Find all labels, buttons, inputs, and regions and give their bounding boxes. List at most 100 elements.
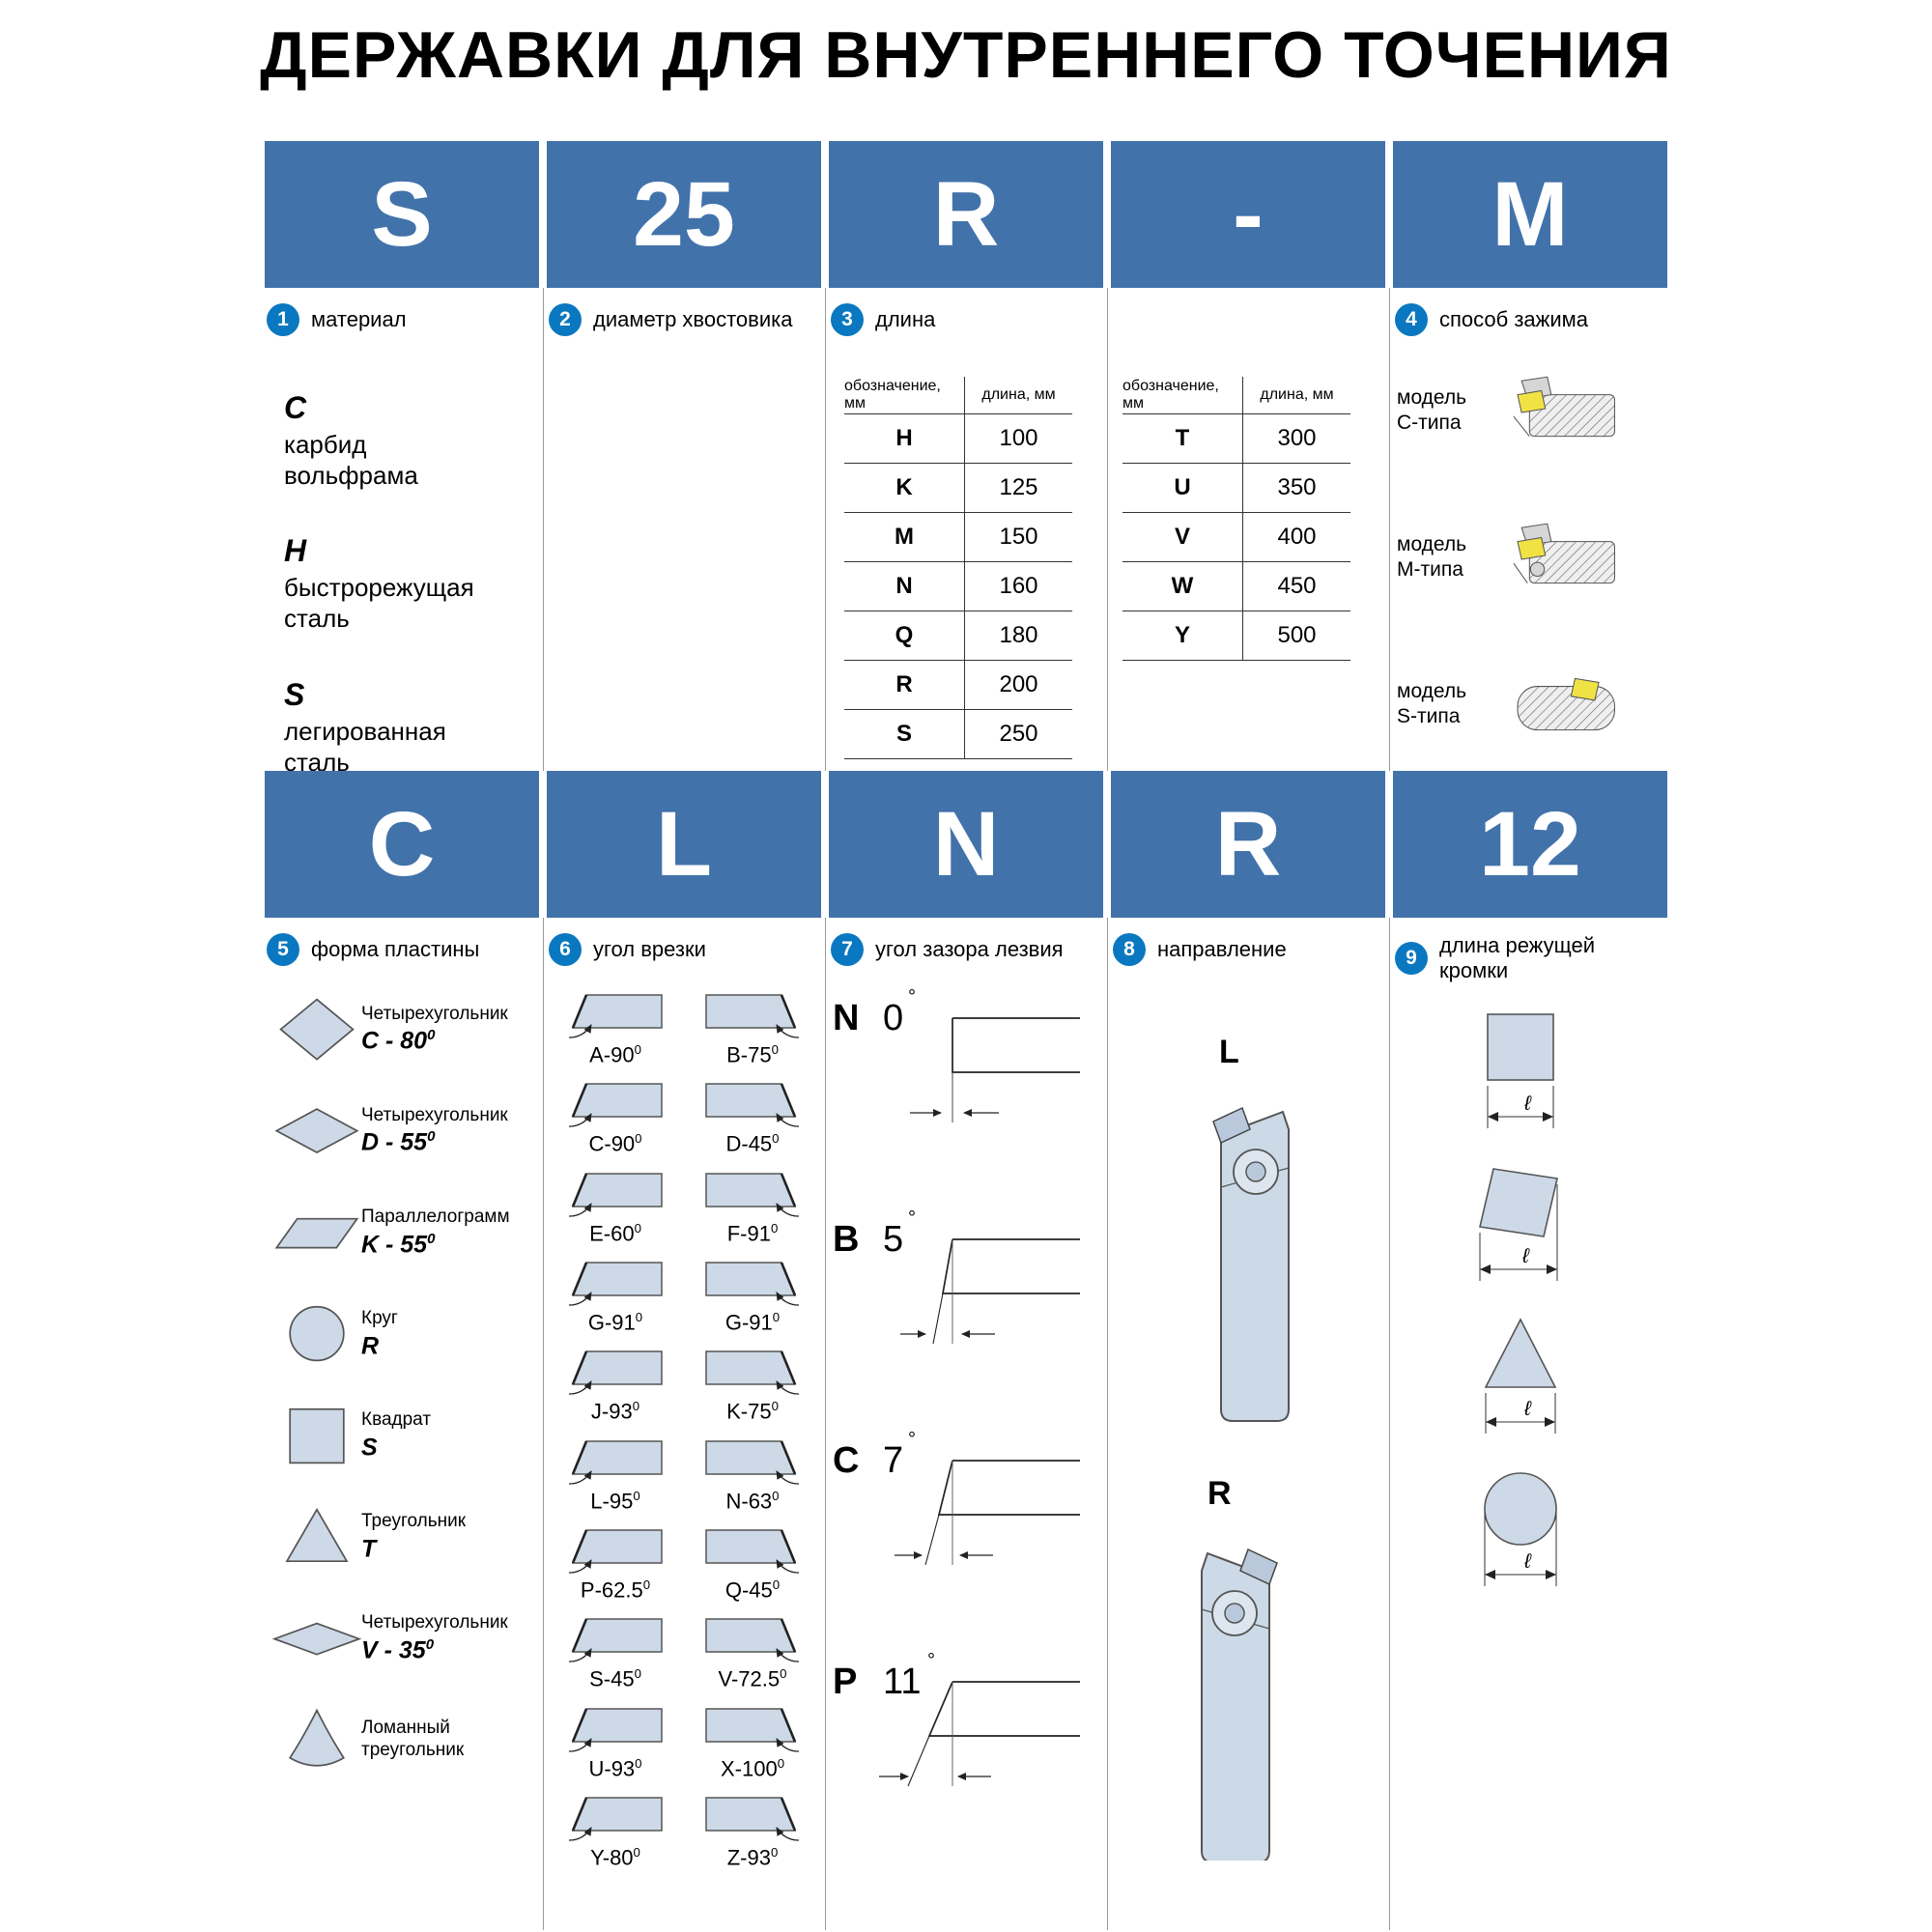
section-2-label: диаметр хвостовика: [593, 307, 793, 331]
edge-rhombus-diagram: ℓ: [1479, 1168, 1558, 1281]
tool-angle-icon: [565, 1076, 666, 1130]
table-row: U 350: [1122, 464, 1350, 513]
angle-item: V-72.50: [684, 1611, 821, 1691]
col-header-length: длина, мм: [964, 377, 1072, 413]
parallelogram-icon: [274, 1218, 359, 1249]
section-3-badge: 3: [831, 303, 864, 336]
shape-item: Треугольник T: [272, 1499, 539, 1576]
section-5-badge: 5: [267, 933, 299, 966]
code-cell-length: R: [829, 141, 1103, 288]
direction-right-label: R: [1208, 1475, 1232, 1512]
section-length: 3 длина обозначение, мм длина, мм H 100 …: [829, 288, 1103, 771]
table-header-row: обозначение, мм длина, мм: [844, 377, 1072, 414]
svg-text:°: °: [908, 1208, 916, 1229]
section-2-badge: 2: [549, 303, 582, 336]
shape-item: Четырехугольник C - 800: [272, 991, 539, 1067]
table-row: S 250: [844, 710, 1072, 759]
section-9-header: 9 длина режущей кромки: [1395, 933, 1667, 983]
clamp-model-s: модель S-типа: [1397, 665, 1667, 744]
column-divider: [825, 918, 826, 1930]
svg-text:B: B: [833, 1219, 859, 1260]
svg-text:ℓ: ℓ: [1523, 1398, 1532, 1420]
triangle-icon: [285, 1507, 349, 1562]
tool-angle-icon: [702, 1522, 803, 1577]
tool-angle-icon: [702, 1611, 803, 1665]
section-5-label: форма пластины: [311, 937, 480, 961]
table-row: Y 500: [1122, 611, 1350, 661]
tool-angle-icon: [565, 1790, 666, 1844]
tool-angle-icon: [702, 1166, 803, 1220]
svg-text:°: °: [908, 986, 916, 1008]
clearance-5-diagram: B 5 °: [833, 1208, 1080, 1345]
tool-angle-icon: [702, 1434, 803, 1488]
svg-text:11: 11: [883, 1662, 921, 1702]
svg-text:N: N: [833, 998, 859, 1038]
section-8-label: направление: [1157, 937, 1287, 961]
angle-item: K-750: [684, 1344, 821, 1424]
table-header-row: обозначение, мм длина, мм: [1122, 377, 1350, 414]
shape-list: Четырехугольник C - 800 Четырехугольник …: [272, 991, 539, 1778]
clamp-models: модель С-типа модель М-т: [1397, 371, 1667, 744]
section-1-badge: 1: [267, 303, 299, 336]
code-row-2: C L N R 12: [265, 771, 1667, 918]
entry-angle-grid: A-900 B-750 C-900 D-450: [547, 987, 821, 1870]
tool-angle-icon: [565, 987, 666, 1041]
direction-left-label: L: [1219, 1034, 1239, 1070]
section-edge-length: 9 длина режущей кромки ℓ: [1393, 918, 1667, 1930]
section-4-badge: 4: [1395, 303, 1428, 336]
code-cell-shape: C: [265, 771, 539, 918]
code-cell-clamp: M: [1393, 141, 1667, 288]
designation-grid: S 25 R - M 1 материал C карбид вольфрама: [265, 141, 1667, 1930]
section-7-label: угол зазора лезвия: [875, 937, 1064, 961]
angle-item: Z-930: [684, 1790, 821, 1870]
material-item: H быстрорежущая сталь: [284, 533, 474, 634]
length-table-2: обозначение, мм длина, мм T 300 U 350 V …: [1122, 377, 1350, 661]
angle-item: G-910: [684, 1255, 821, 1335]
shape-item: Параллелограмм K - 550: [272, 1194, 539, 1270]
shape-item: Круг R: [272, 1295, 539, 1372]
clearance-item: B 5 °: [829, 1197, 1103, 1391]
angle-item: N-630: [684, 1434, 821, 1514]
col-header-length: длина, мм: [1242, 377, 1350, 413]
angle-item: C-900: [547, 1076, 684, 1156]
shape-item: Ломанный треугольник: [272, 1702, 539, 1778]
sections-row-1: 1 материал C карбид вольфрама H быстроре…: [265, 288, 1667, 771]
section-3-label: длина: [875, 307, 936, 331]
angle-item: G-910: [547, 1255, 684, 1335]
column-divider: [1389, 918, 1390, 1930]
tool-angle-icon: [565, 1255, 666, 1309]
code-cell-dash: -: [1111, 141, 1385, 288]
tool-angle-icon: [702, 1255, 803, 1309]
column-divider: [1107, 918, 1108, 1930]
angle-item: E-600: [547, 1166, 684, 1246]
edge-triangle-diagram: ℓ: [1484, 1318, 1557, 1434]
section-8-badge: 8: [1113, 933, 1146, 966]
shape-item: Четырехугольник V - 350: [272, 1601, 539, 1677]
svg-text:ℓ: ℓ: [1521, 1245, 1530, 1267]
tool-angle-icon: [565, 1434, 666, 1488]
page-title: ДЕРЖАВКИ ДЛЯ ВНУТРЕННЕГО ТОЧЕНИЯ: [260, 18, 1672, 92]
angle-item: P-62.50: [547, 1522, 684, 1603]
col-header-designation: обозначение, мм: [1122, 378, 1219, 412]
section-clearance-angle: 7 угол зазора лезвия N 0 °: [829, 918, 1103, 1930]
tool-angle-icon: [565, 1344, 666, 1398]
section-material: 1 материал C карбид вольфрама H быстроре…: [265, 288, 539, 771]
clearance-item: P 11 °: [829, 1639, 1103, 1833]
svg-text:ℓ: ℓ: [1523, 1093, 1532, 1115]
angle-item: X-1000: [684, 1701, 821, 1781]
section-shank-diameter: 2 диаметр хвостовика: [547, 288, 821, 771]
tool-angle-icon: [565, 1522, 666, 1577]
tool-angle-icon: [565, 1701, 666, 1755]
section-clamping: 4 способ зажима модель С-типа: [1393, 288, 1667, 771]
column-divider: [543, 288, 544, 771]
shape-item: Четырехугольник D - 550: [272, 1093, 539, 1169]
svg-text:P: P: [833, 1662, 857, 1702]
angle-item: F-910: [684, 1166, 821, 1246]
section-1-header: 1 материал: [267, 303, 539, 336]
section-8-header: 8 направление: [1113, 933, 1385, 966]
toolholder-right-icon: [1201, 1548, 1278, 1861]
section-7-header: 7 угол зазора лезвия: [831, 933, 1103, 966]
shape-item: Квадрат S: [272, 1398, 539, 1474]
table-row: K 125: [844, 464, 1072, 513]
clamp-s-type-icon: [1517, 677, 1615, 731]
